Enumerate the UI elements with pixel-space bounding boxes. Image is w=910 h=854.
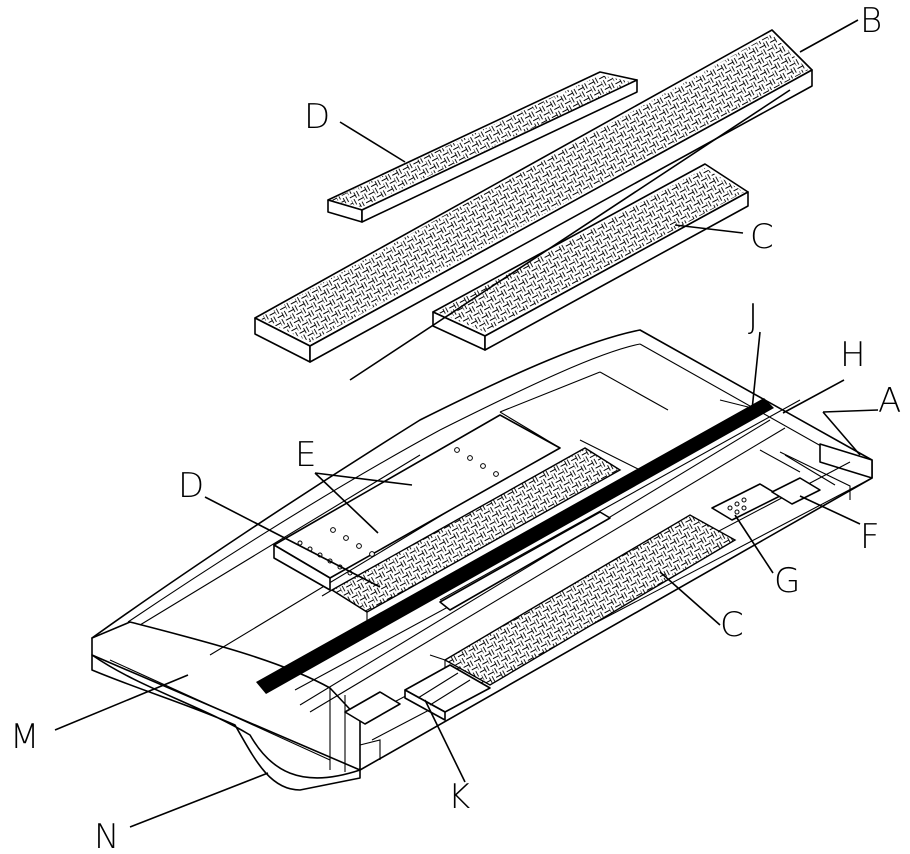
leader-lines	[54, 19, 879, 828]
tray-base	[91, 329, 873, 791]
strip-j	[256, 398, 774, 694]
label-e: E	[295, 435, 316, 475]
label-d-lower: D	[178, 466, 204, 506]
label-a: A	[878, 381, 901, 421]
label-h: H	[840, 335, 866, 375]
label-c-upper: C	[750, 217, 774, 257]
label-f: F	[860, 517, 880, 557]
label-c-lower: C	[720, 605, 744, 645]
label-j: J	[748, 297, 758, 337]
label-b: B	[860, 1, 882, 41]
panel-b	[254, 29, 813, 363]
label-m: M	[10, 717, 39, 757]
label-n: N	[94, 817, 119, 854]
label-g: G	[774, 561, 800, 601]
label-k: K	[448, 777, 470, 817]
panel-c-upper	[432, 163, 749, 351]
label-d-upper: D	[304, 97, 330, 137]
panel-d-upper	[327, 71, 638, 223]
